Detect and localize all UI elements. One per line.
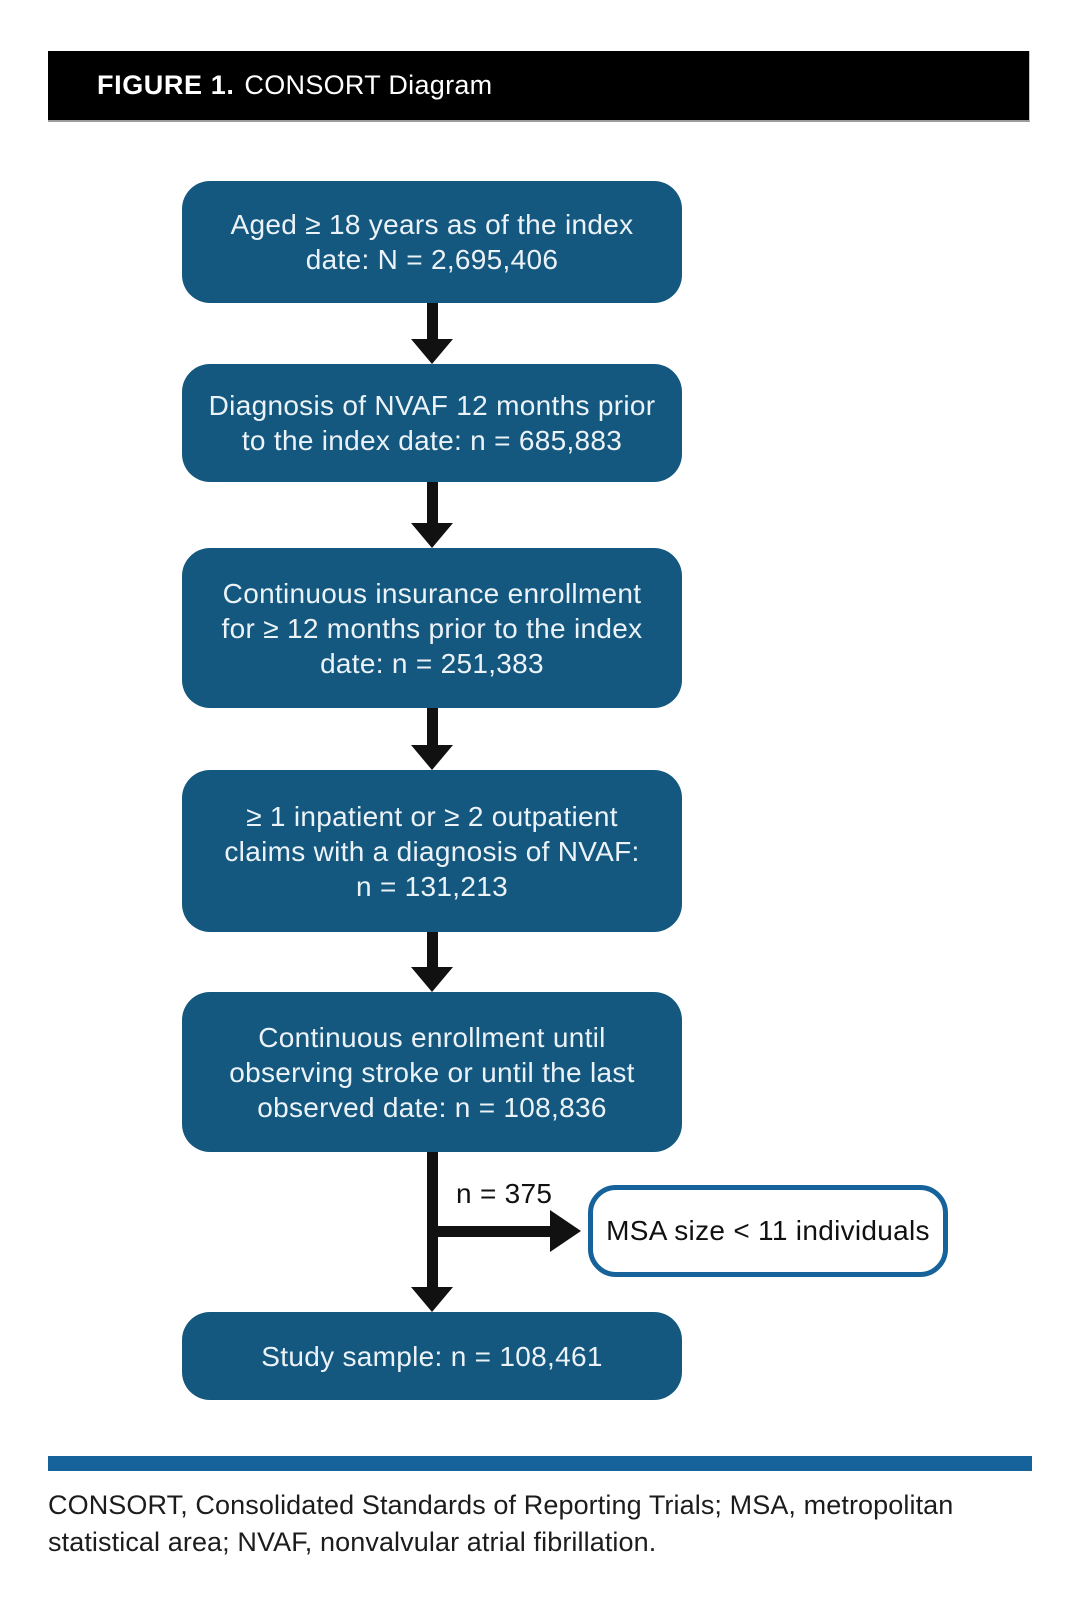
arrow-down-1-head xyxy=(411,339,453,364)
flow-box-aged-18-line-1: Aged ≥ 18 years as of the index xyxy=(230,209,634,240)
figure-header-bar: FIGURE 1. CONSORT Diagram xyxy=(48,51,1030,122)
flow-box-claims-line-2: claims with a diagnosis of NVAF: xyxy=(224,835,640,867)
flow-box-claims-line-3: n = 131,213 xyxy=(356,870,508,902)
flow-box-nvaf-diagnosis: Diagnosis of NVAF 12 months prior to the… xyxy=(182,364,682,482)
exclusion-branch-arrowhead xyxy=(550,1210,581,1252)
arrow-down-4 xyxy=(410,932,454,992)
flow-box-nvaf-diagnosis-line-2: to the index date: n = 685,883 xyxy=(241,425,623,456)
flow-box-continuous-insurance: Continuous insurance enrollment for ≥ 12… xyxy=(182,548,682,708)
flow-box-aged-18: Aged ≥ 18 years as of the index date: N … xyxy=(182,181,682,303)
flow-box-continuous-enrollment-line-1: Continuous enrollment until xyxy=(258,1021,606,1053)
flow-box-continuous-insurance-line-2: for ≥ 12 months prior to the index xyxy=(221,612,643,644)
arrow-down-5-stem xyxy=(426,1152,438,1287)
arrow-down-3-head xyxy=(411,745,453,770)
arrow-down-3 xyxy=(410,708,454,770)
arrow-down-4-stem xyxy=(426,932,438,967)
exclusion-branch-line xyxy=(432,1226,550,1237)
arrow-down-2 xyxy=(410,482,454,548)
bottom-accent-rule xyxy=(48,1456,1032,1471)
flow-box-continuous-insurance-line-1: Continuous insurance enrollment xyxy=(222,577,642,609)
flow-box-aged-18-line-2: date: N = 2,695,406 xyxy=(305,244,559,275)
arrow-down-1-stem xyxy=(426,303,438,339)
flow-box-continuous-enrollment-line-3: observed date: n = 108,836 xyxy=(257,1091,607,1123)
arrow-down-1 xyxy=(410,303,454,364)
flow-box-study-sample: Study sample: n = 108,461 xyxy=(182,1312,682,1400)
flow-box-study-sample-line-1: Study sample: n = 108,461 xyxy=(261,1340,603,1372)
arrow-down-5-head xyxy=(411,1287,453,1312)
figure-label: FIGURE 1. xyxy=(97,70,235,100)
exclusion-box-msa-size: MSA size < 11 individuals xyxy=(588,1185,948,1277)
arrow-down-5 xyxy=(410,1152,454,1312)
figure-footnote: CONSORT, Consolidated Standards of Repor… xyxy=(48,1490,954,1557)
flow-box-continuous-enrollment-line-2: observing stroke or until the last xyxy=(229,1056,635,1088)
figure-title: CONSORT Diagram xyxy=(244,70,493,100)
flow-box-nvaf-diagnosis-line-1: Diagnosis of NVAF 12 months prior xyxy=(208,390,656,421)
flow-box-claims-line-1: ≥ 1 inpatient or ≥ 2 outpatient xyxy=(246,800,618,832)
exclusion-branch-label: n = 375 xyxy=(456,1178,553,1209)
flow-box-continuous-enrollment: Continuous enrollment until observing st… xyxy=(182,992,682,1152)
arrow-down-4-head xyxy=(411,967,453,992)
flow-box-claims: ≥ 1 inpatient or ≥ 2 outpatient claims w… xyxy=(182,770,682,932)
flow-box-continuous-insurance-line-3: date: n = 251,383 xyxy=(320,647,544,679)
arrow-down-3-stem xyxy=(426,708,438,745)
arrow-down-2-stem xyxy=(426,482,438,523)
arrow-down-2-head xyxy=(411,523,453,548)
exclusion-box-msa-size-text: MSA size < 11 individuals xyxy=(606,1215,930,1246)
